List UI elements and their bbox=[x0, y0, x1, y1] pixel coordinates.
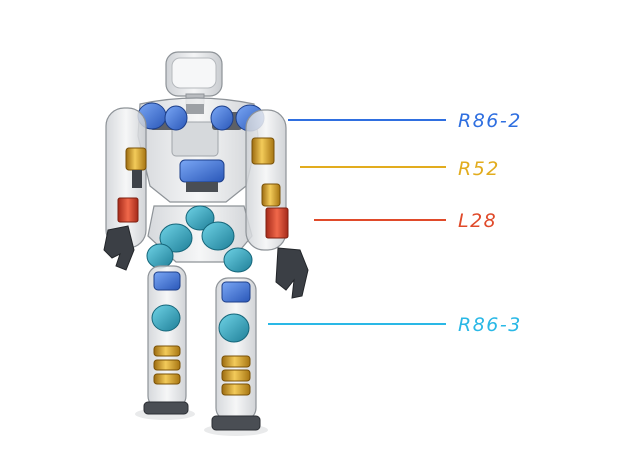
callout-line-r86-2 bbox=[288, 119, 446, 121]
robot-right-leg bbox=[211, 277, 261, 431]
callout-line-l28 bbox=[314, 219, 446, 221]
robot-left-arm bbox=[103, 107, 147, 271]
callout-label-r52: R52 bbox=[458, 158, 500, 180]
robot-pelvis bbox=[146, 205, 253, 273]
callout-label-r86-3: R86-3 bbox=[458, 314, 522, 336]
callout-line-r86-3 bbox=[268, 323, 446, 325]
robot-torso bbox=[137, 97, 265, 203]
callout-line-r52 bbox=[300, 166, 446, 168]
callout-label-r86-2: R86-2 bbox=[458, 110, 522, 132]
robot-left-leg bbox=[143, 265, 189, 415]
callout-label-l28: L28 bbox=[458, 210, 498, 232]
robot-right-arm bbox=[245, 109, 309, 299]
